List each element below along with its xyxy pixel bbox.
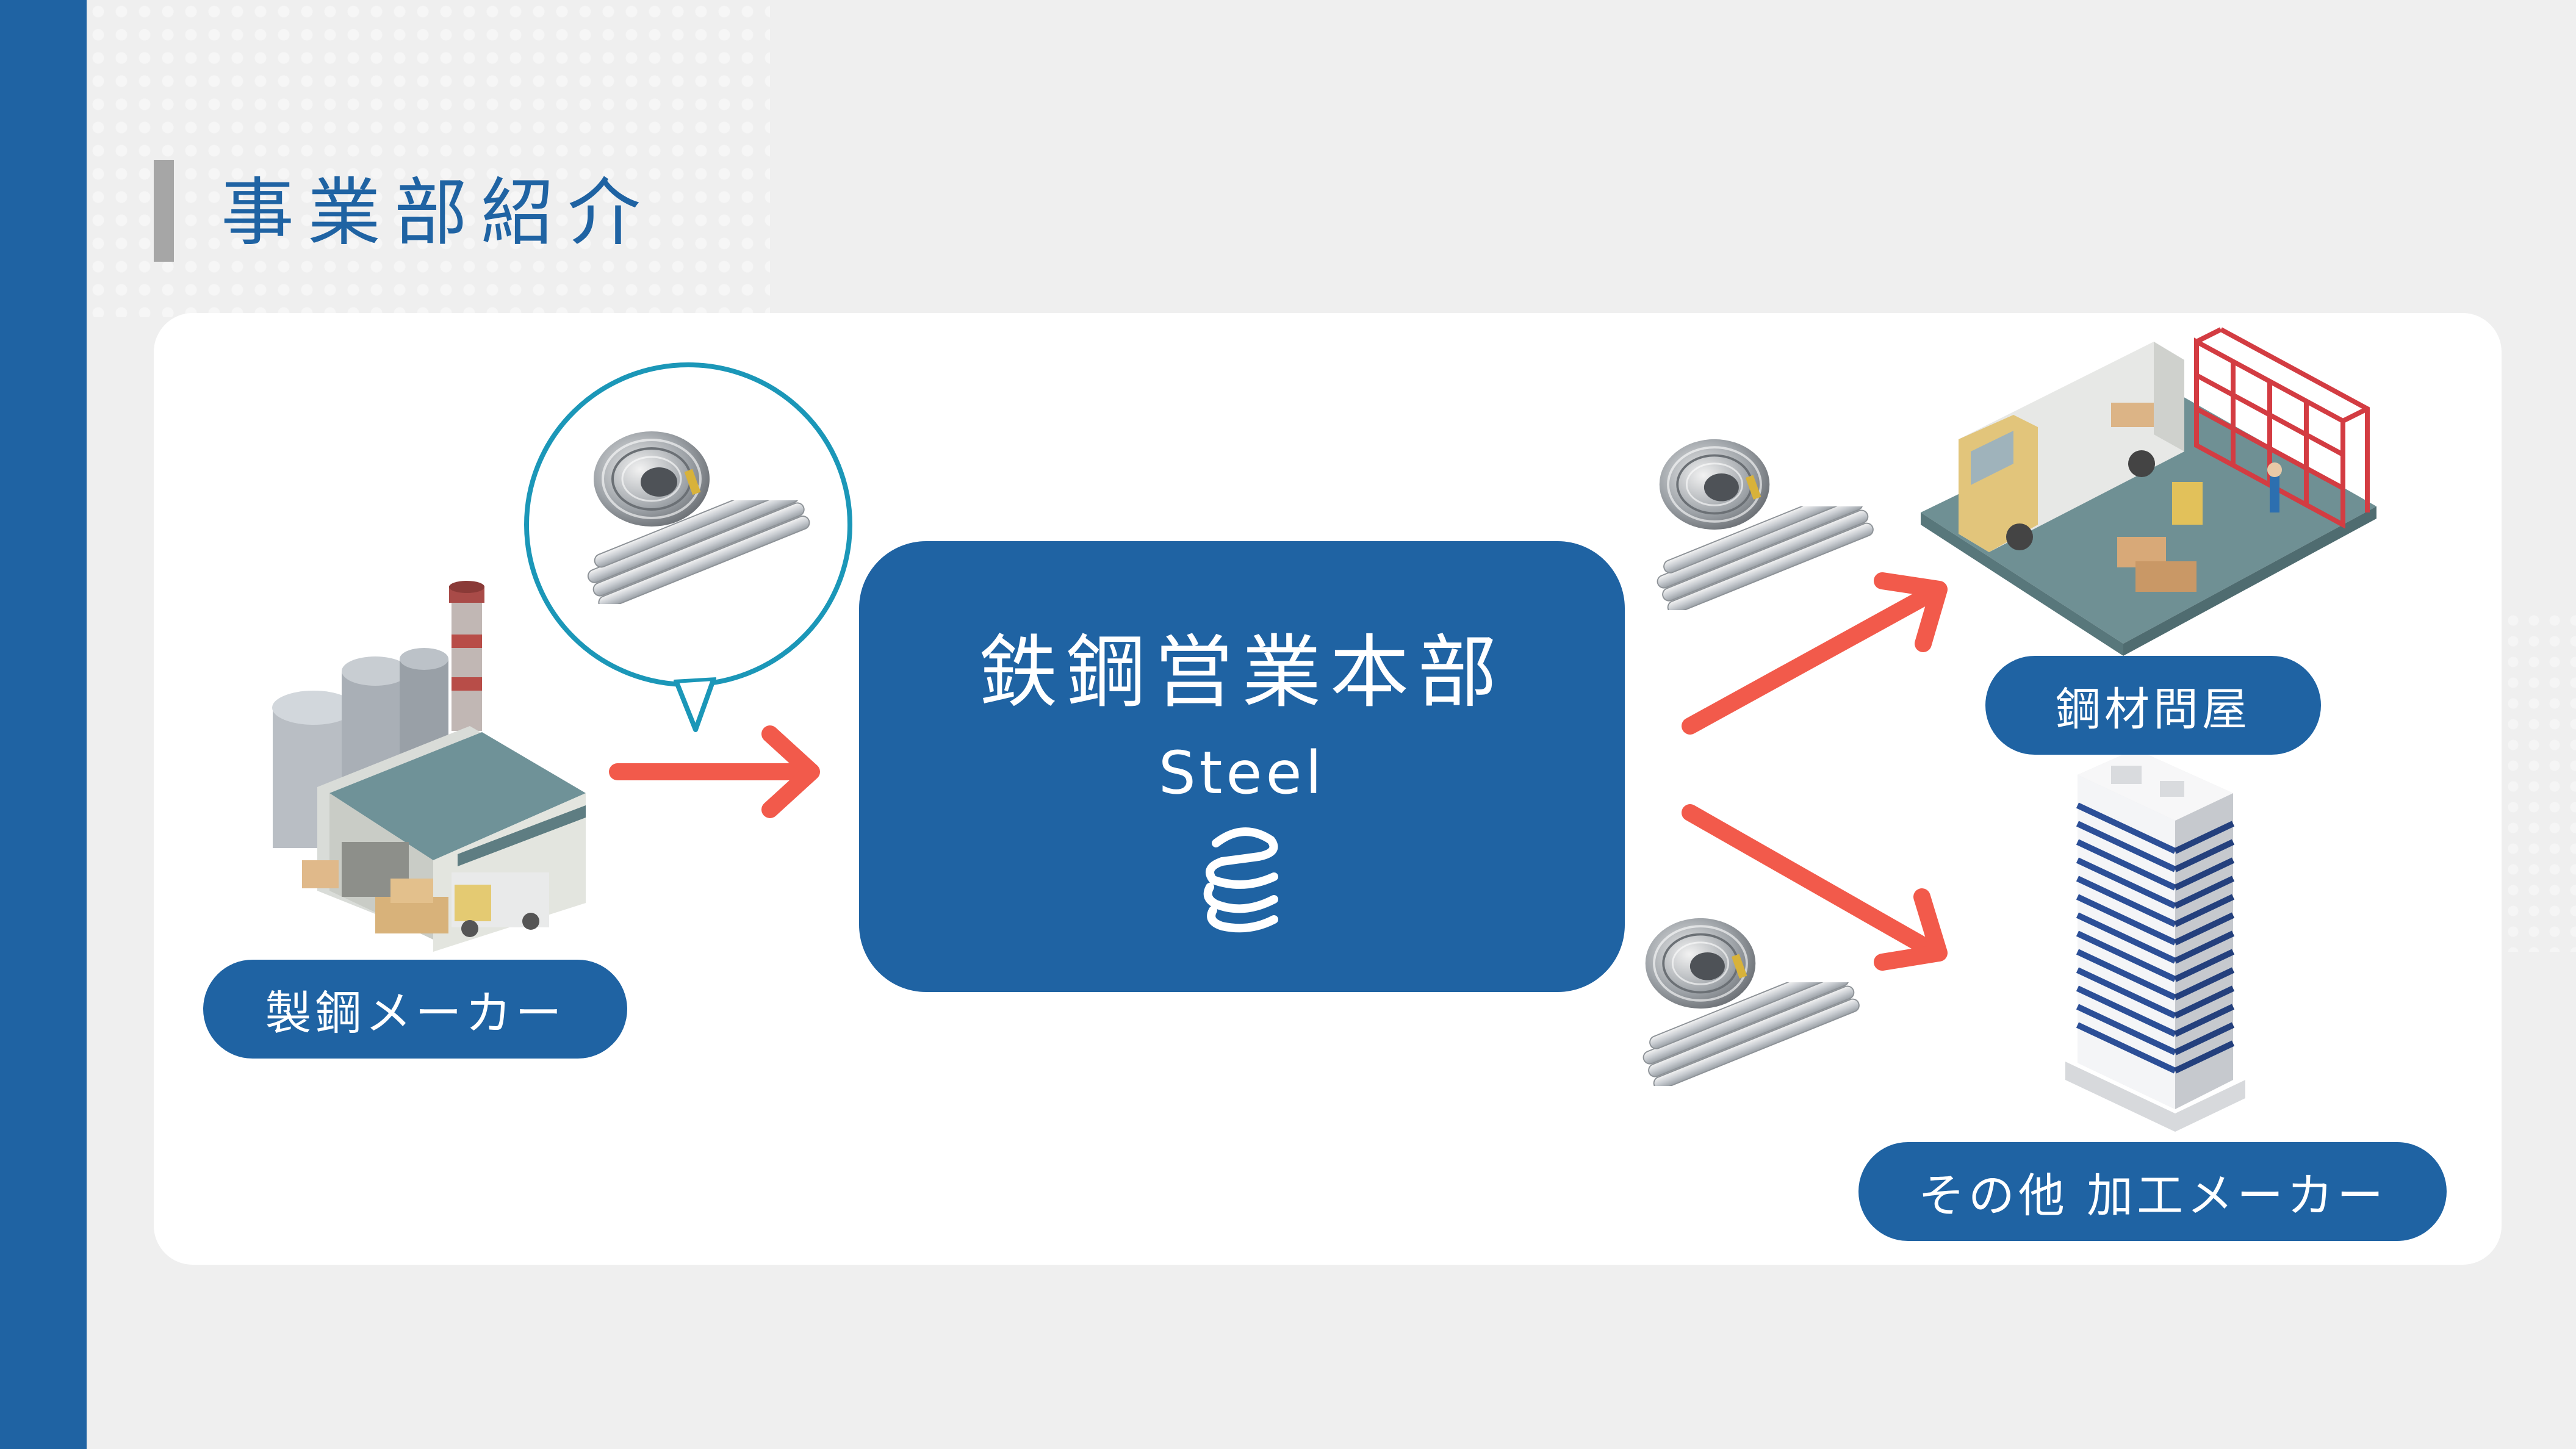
arrow-maker-to-center (609, 725, 820, 818)
division-title: 鉄鋼営業本部 (978, 626, 1506, 719)
wire-coil-icon-upper (1658, 437, 1771, 531)
arrow-center-to-other (1682, 804, 1948, 971)
office-building-illustration (2065, 749, 2245, 1132)
spring-icon (1203, 827, 1278, 933)
left-accent-bar (0, 0, 87, 1449)
wire-coil-icon-lower (1644, 916, 1757, 1010)
warehouse-illustration (1921, 327, 2376, 656)
title-accent-bar (154, 160, 174, 262)
steel-division-box: 鉄鋼営業本部 Steel (859, 541, 1625, 992)
steel-wholesaler-label: 鋼材問屋 (1985, 656, 2321, 755)
division-subtitle: Steel (1158, 739, 1326, 807)
dot-pattern-decoration-right (2503, 610, 2576, 952)
arrow-center-to-wholesaler (1682, 572, 1948, 735)
page-title: 事業部紹介 (221, 171, 654, 256)
steel-maker-label: 製鋼メーカー (203, 960, 627, 1059)
other-processor-label: その他 加工メーカー (1858, 1142, 2447, 1241)
factory-illustration (272, 581, 586, 952)
wire-coil-icon (592, 430, 711, 528)
dot-pattern-decoration (87, 0, 770, 317)
